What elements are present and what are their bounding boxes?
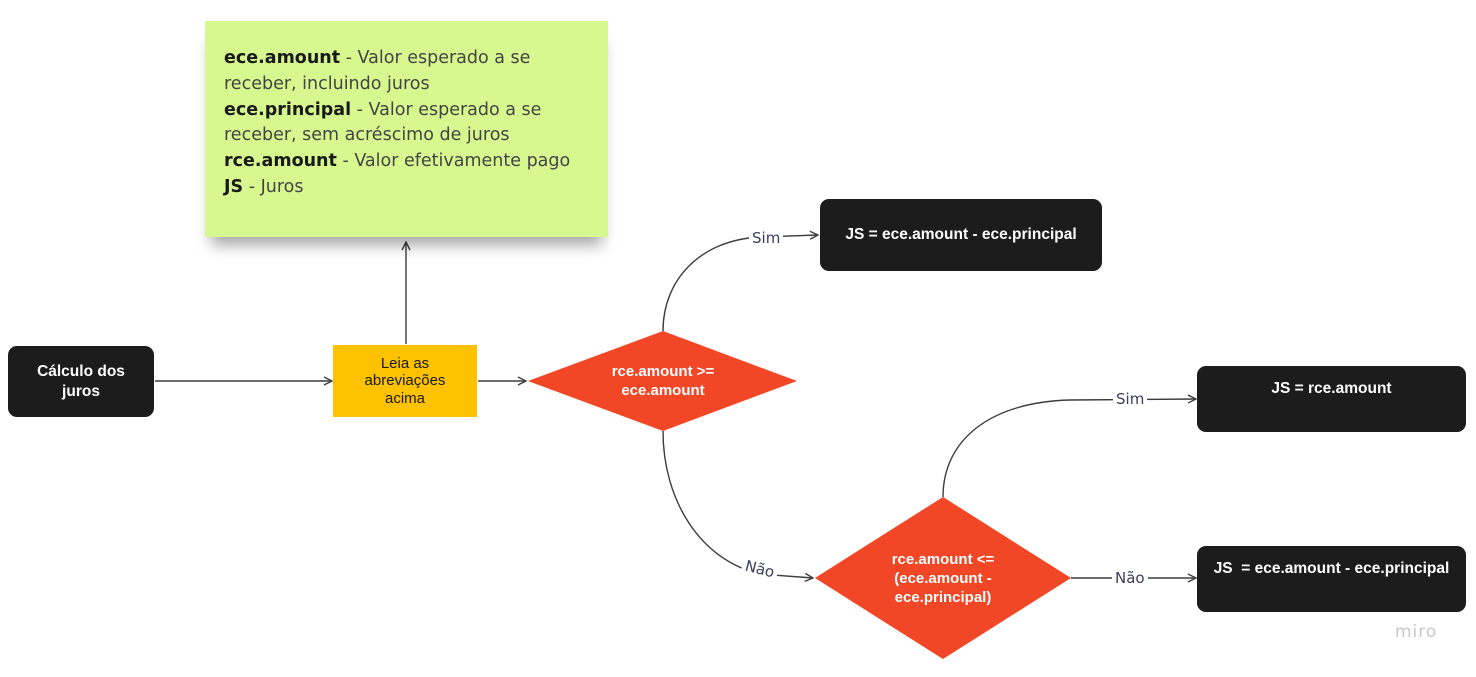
connector-decision1-yes (662, 235, 818, 332)
decision-diamond-1[interactable] (528, 331, 797, 431)
sticky-line: ece.principal - Valor esperado a se (224, 98, 590, 124)
result-no2-node[interactable]: JS = ece.amount - ece.principal (1197, 546, 1466, 612)
abbreviation-term: rce.amount (224, 151, 337, 172)
abbreviation-description: - Juros (243, 176, 304, 197)
abbreviation-description: - Valor efetivamente pago (336, 151, 571, 172)
sticky-line: receber, incluindo juros (224, 72, 590, 98)
abbreviation-term: JS (224, 176, 244, 197)
edge-label-nao-2: Não (1112, 569, 1148, 587)
start-node-label: Cálculo dos juros (37, 362, 125, 400)
sticky-line: JS - Juros (224, 175, 590, 201)
abbreviation-description: - Valor esperado a se (340, 48, 531, 68)
abbreviation-description: - Valor esperado a se (351, 99, 542, 120)
abbreviation-description: receber, incluindo juros (224, 73, 430, 94)
sticky-line: rce.amount - Valor efetivamente pago (224, 149, 590, 175)
start-node[interactable]: Cálculo dos juros (8, 346, 154, 417)
abbreviation-term: ece.amount (224, 48, 341, 68)
connector-decision2-yes (942, 399, 1196, 498)
result-yes1-label: JS = ece.amount - ece.principal (845, 226, 1077, 243)
result-yes2-label: JS = rce.amount (1271, 380, 1392, 397)
sticky-line: receber, sem acréscimo de juros (224, 123, 590, 149)
read-abbreviations-label: Leia as abreviações acima (364, 354, 446, 407)
abbreviation-description: receber, sem acréscimo de juros (224, 125, 510, 146)
edge-label-sim-1: Sim (749, 229, 784, 247)
result-yes1-node[interactable]: JS = ece.amount - ece.principal (820, 199, 1102, 271)
connector-decision1-no (662, 430, 813, 578)
decision1-label: rce.amount >= ece.amount (611, 363, 715, 399)
result-yes2-node[interactable]: JS = rce.amount (1197, 366, 1466, 432)
result-no2-label: JS = ece.amount - ece.principal (1213, 560, 1450, 577)
edge-label-sim-2: Sim (1113, 390, 1148, 408)
read-abbreviations-node[interactable]: Leia as abreviações acima (333, 345, 477, 417)
decision2-label: rce.amount <= (ece.amount - ece.principa… (891, 550, 995, 606)
abbreviation-term: ece.principal (224, 99, 352, 120)
miro-watermark: miro (1395, 622, 1438, 642)
decision-diamond-2[interactable] (815, 497, 1071, 659)
sticky-line: ece.amount - Valor esperado a se (224, 46, 590, 72)
